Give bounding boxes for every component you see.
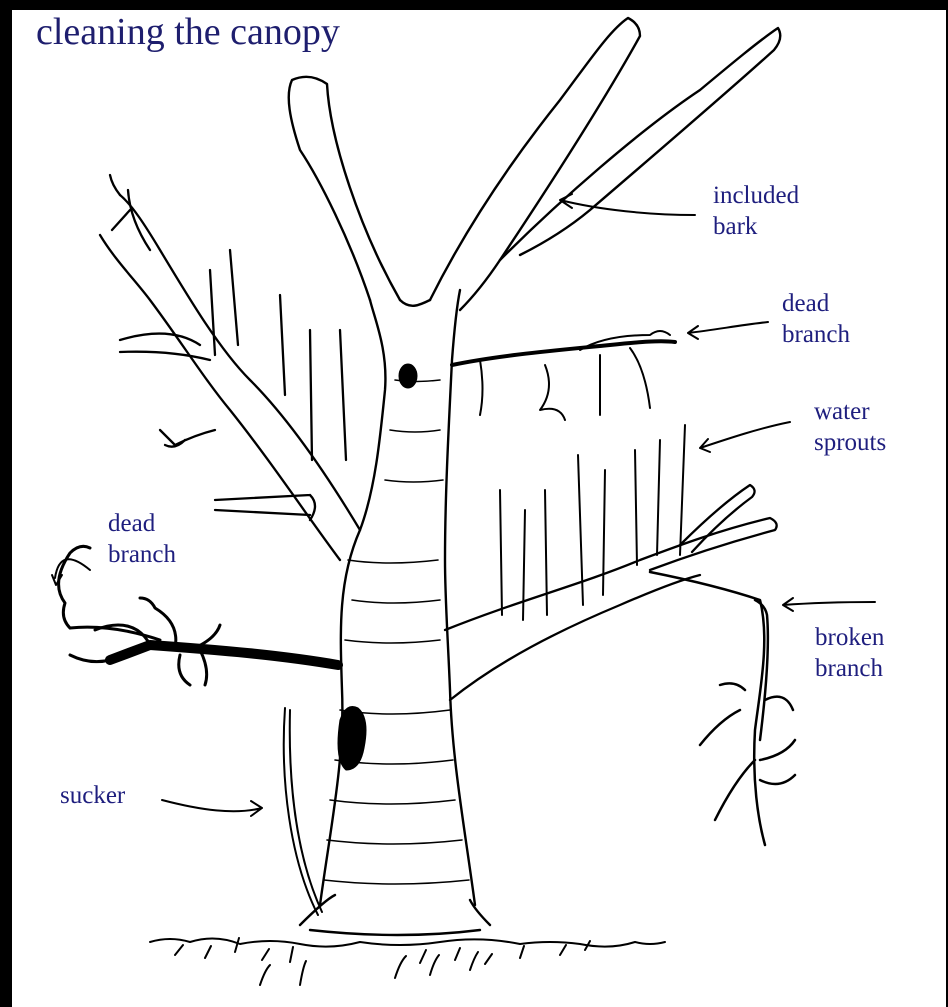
trunk <box>300 290 490 935</box>
arrows <box>52 194 875 816</box>
diagram-title: cleaning the canopy <box>36 12 340 54</box>
upper-leaders <box>289 18 781 310</box>
label-dead-branch-right: dead branch <box>782 288 850 350</box>
arrow-included-bark <box>560 194 695 215</box>
arrow-dead-branch-left <box>52 559 90 585</box>
label-sucker: sucker <box>60 780 125 811</box>
ground <box>150 938 665 985</box>
label-water-sprouts: water sprouts <box>814 396 886 458</box>
label-included-bark: included bark <box>713 180 799 242</box>
arrow-dead-branch-right <box>688 322 768 339</box>
dead-branch-right <box>452 331 675 420</box>
label-broken-branch: broken branch <box>815 622 884 684</box>
dead-branch-left <box>59 546 338 685</box>
trunk-knot <box>399 364 417 388</box>
trunk-cavity <box>338 707 366 771</box>
arrow-sucker <box>162 800 262 816</box>
arrow-water-sprouts <box>700 422 790 452</box>
left-branch <box>100 175 360 560</box>
label-dead-branch-left: dead branch <box>108 508 176 570</box>
broken-branch <box>650 572 795 845</box>
sucker <box>284 708 322 915</box>
arrow-broken-branch <box>783 598 875 611</box>
right-branch <box>445 485 777 700</box>
